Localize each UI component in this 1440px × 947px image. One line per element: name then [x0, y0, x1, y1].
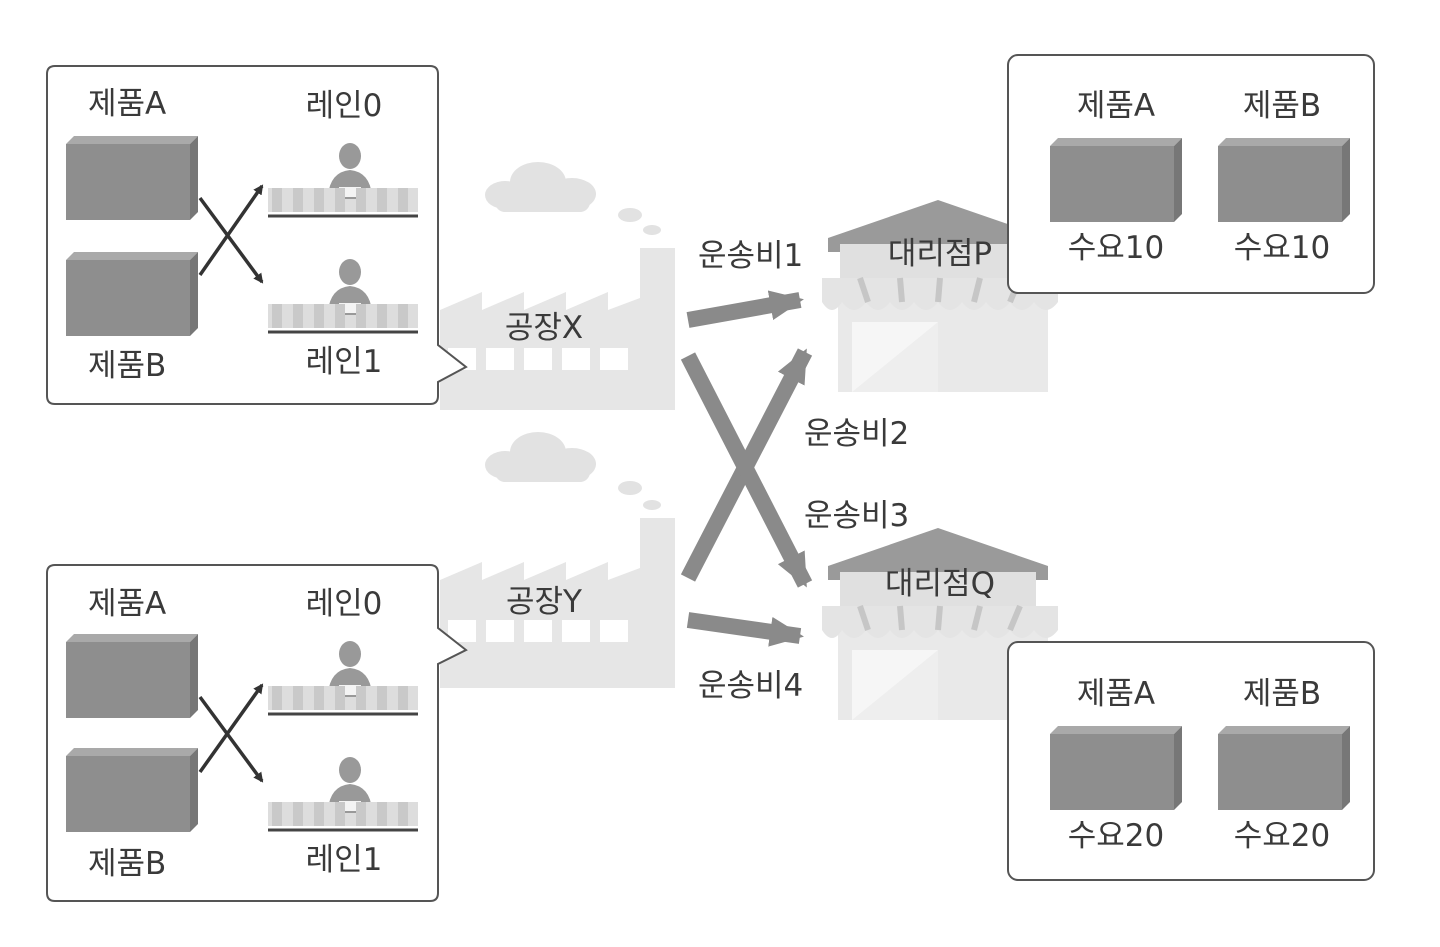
factory-x-lane-1-label: 레인1 — [305, 344, 383, 380]
store-q-product-a-box-icon — [1050, 726, 1182, 810]
factory-y-product-b-label: 제품B — [88, 846, 167, 882]
factory-y-lane-0-label: 레인0 — [305, 586, 383, 622]
store-q-product-a-label: 제품A — [1076, 676, 1156, 712]
cloud-icon — [485, 432, 661, 510]
store-q-product-b-label: 제품B — [1242, 676, 1322, 712]
store-p-demand-a: 수요10 — [1067, 230, 1165, 266]
shipping-cost-1-label: 운송비1 — [698, 238, 804, 274]
store-p-demand-panel — [1007, 54, 1375, 294]
factory-x-name: 공장X — [504, 310, 584, 346]
assignment-arrows — [198, 184, 264, 783]
store-q-demand-a: 수요20 — [1067, 818, 1165, 854]
shipping-cost-4-label: 운송비4 — [698, 668, 804, 704]
factory-x-lane-0-label: 레인0 — [305, 88, 383, 124]
factory-y-lane-0-icon — [268, 641, 418, 716]
store-p-product-b-label: 제품B — [1242, 88, 1322, 124]
store-p-name: 대리점P — [887, 236, 993, 272]
store-q-product-b-box-icon — [1218, 726, 1350, 810]
factory-y-icon — [440, 432, 675, 688]
factory-y-name: 공장Y — [506, 584, 582, 620]
cloud-icon — [485, 162, 661, 235]
shipping-arrow-4 — [686, 612, 804, 647]
factory-x-lane-0-icon — [268, 143, 418, 218]
product-cubes — [66, 136, 1350, 832]
store-p-product-a-label: 제품A — [1076, 88, 1156, 124]
factory-x-lane-1-icon — [268, 259, 418, 334]
store-p-product-b-box-icon — [1218, 138, 1350, 222]
store-p-demand-b: 수요10 — [1233, 230, 1331, 266]
factory-x-product-b-box-icon — [66, 252, 198, 336]
shipping-cost-3-label: 운송비3 — [804, 498, 910, 534]
lane-icons — [268, 143, 418, 832]
shipping-arrows — [680, 290, 813, 647]
store-p-product-a-box-icon — [1050, 138, 1182, 222]
factory-y-product-a-label: 제품A — [88, 586, 167, 622]
factory-y-lane-1-label: 레인1 — [305, 842, 383, 878]
store-q-demand-b: 수요20 — [1233, 818, 1331, 854]
factory-x-product-a-label: 제품A — [88, 86, 167, 122]
store-q-name: 대리점Q — [885, 566, 995, 602]
factory-x-product-b-label: 제품B — [88, 348, 167, 384]
shipping-cost-2-label: 운송비2 — [804, 416, 910, 452]
shipping-arrow-3 — [680, 352, 813, 588]
factory-x-icon — [440, 162, 675, 410]
factory-y-product-b-box-icon — [66, 748, 198, 832]
factory-y-product-a-box-icon — [66, 634, 198, 718]
store-q-icon — [822, 528, 1058, 720]
factory-x-product-a-box-icon — [66, 136, 198, 220]
store-q-demand-panel — [1007, 641, 1375, 881]
store-p-icon — [822, 200, 1058, 392]
shipping-arrow-1 — [686, 290, 804, 328]
factory-y-lane-1-icon — [268, 757, 418, 832]
